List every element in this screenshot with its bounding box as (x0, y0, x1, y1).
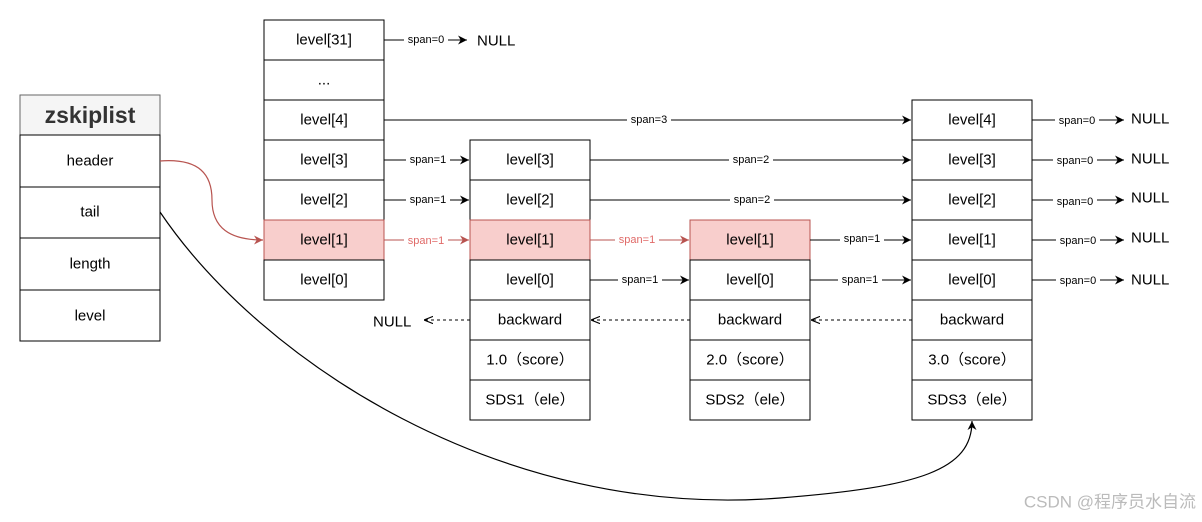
span-label-n1-1: span=1 (619, 234, 655, 246)
header-level-31-cell (263, 19, 385, 61)
node2-level-0-cell (689, 259, 811, 301)
node3-level-2-cell (911, 179, 1033, 221)
null-labels: NULL NULL NULL NULL NULL NULL NULL (373, 33, 1169, 331)
header-level-1-label: level[1] (300, 232, 348, 249)
zskiplist-struct: zskiplist header tail length level (19, 94, 161, 342)
node1-score-label: 1.0（score） (486, 352, 574, 369)
node2-score-cell (689, 339, 811, 381)
null-node1-backward: NULL (373, 314, 411, 331)
node2-ele-cell (689, 379, 811, 421)
span-labels: span=0 span=3 span=1 span=1 span=1 span=… (404, 33, 1100, 288)
node3-score-cell (911, 339, 1033, 381)
span-label-n3-1: span=0 (1060, 235, 1096, 247)
zskiplist-length-cell (19, 237, 161, 291)
header-level-4-cell (263, 99, 385, 141)
node-1: level[3] level[2] level[1] level[0] back… (469, 139, 591, 421)
zskiplist-header-cell (19, 134, 161, 188)
node1-level-2-cell (469, 179, 591, 221)
null-node3-l4: NULL (1131, 111, 1169, 128)
span-label-n3-2: span=0 (1057, 196, 1093, 208)
node2-ele-label: SDS2（ele） (705, 392, 794, 409)
arrow-tail-pointer (159, 211, 977, 501)
span-label-n1-0: span=1 (622, 274, 658, 286)
node2-level-1-label: level[1] (726, 232, 774, 249)
node3-backward-label: backward (940, 312, 1004, 329)
span-label-h3: span=1 (410, 154, 446, 166)
header-level-4-label: level[4] (300, 112, 348, 129)
header-level-0-cell (263, 259, 385, 301)
null-node3-l0: NULL (1131, 272, 1169, 289)
null-header-l31: NULL (477, 33, 515, 50)
node2-level-1-cell (689, 219, 811, 261)
zskiplist-level-cell (19, 289, 161, 342)
header-level-3-label: level[3] (300, 152, 348, 169)
node1-score-cell (469, 339, 591, 381)
node3-level-4-cell (911, 99, 1033, 141)
zskiplist-pointers (159, 160, 977, 501)
node1-ele-cell (469, 379, 591, 421)
zskiplist-title-box (19, 94, 161, 136)
watermark: CSDN @程序员水自流 (1024, 493, 1196, 512)
node1-level-3-label: level[3] (506, 152, 554, 169)
node1-ele-label: SDS1（ele） (485, 392, 574, 409)
node3-level-1-label: level[1] (948, 232, 996, 249)
node3-backward-cell (911, 299, 1033, 341)
header-ellipsis-label: ... (318, 72, 331, 89)
zskiplist-header-label: header (67, 153, 114, 170)
node3-score-label: 3.0（score） (928, 352, 1016, 369)
node3-ele-label: SDS3（ele） (927, 392, 1016, 409)
span-label-h31: span=0 (408, 34, 444, 46)
span-label-h2: span=1 (410, 194, 446, 206)
zskiplist-tail-cell (19, 186, 161, 239)
node-3: level[4] level[3] level[2] level[1] leve… (911, 99, 1033, 421)
null-node3-l3: NULL (1131, 151, 1169, 168)
node2-backward-cell (689, 299, 811, 341)
zskiplist-title: zskiplist (45, 102, 136, 128)
span-label-h1: span=1 (408, 235, 444, 247)
span-label-n1-3: span=2 (733, 154, 769, 166)
zskiplist-length-label: length (70, 256, 111, 273)
node3-ele-cell (911, 379, 1033, 421)
node3-level-4-label: level[4] (948, 112, 996, 129)
arrow-header-pointer (159, 160, 264, 245)
node3-level-0-cell (911, 259, 1033, 301)
node1-level-1-label: level[1] (506, 232, 554, 249)
header-level-0-label: level[0] (300, 272, 348, 289)
node-2: level[1] level[0] backward 2.0（score） SD… (689, 219, 811, 421)
node3-level-1-cell (911, 219, 1033, 261)
span-label-n1-2: span=2 (734, 194, 770, 206)
zskiplist-tail-label: tail (80, 204, 99, 221)
node3-level-2-label: level[2] (948, 192, 996, 209)
node1-backward-label: backward (498, 312, 562, 329)
node1-level-2-label: level[2] (506, 192, 554, 209)
node3-level-3-label: level[3] (948, 152, 996, 169)
node2-backward-label: backward (718, 312, 782, 329)
null-node3-l1: NULL (1131, 230, 1169, 247)
span-label-n3-3: span=0 (1057, 155, 1093, 167)
span-label-h4: span=3 (631, 114, 667, 126)
node2-score-label: 2.0（score） (706, 352, 794, 369)
span-label-n3-4: span=0 (1059, 115, 1095, 127)
header-level-2-cell (263, 179, 385, 221)
header-level-31-label: level[31] (296, 32, 352, 49)
span-label-n2-0: span=1 (842, 274, 878, 286)
null-node3-l2: NULL (1131, 190, 1169, 207)
node1-level-0-label: level[0] (506, 272, 554, 289)
zskiplist-level-label: level (75, 308, 106, 325)
node2-level-0-label: level[0] (726, 272, 774, 289)
header-level-2-label: level[2] (300, 192, 348, 209)
span-label-n3-0: span=0 (1060, 275, 1096, 287)
node1-level-0-cell (469, 259, 591, 301)
span-label-n2-1: span=1 (844, 233, 880, 245)
node3-level-0-label: level[0] (948, 272, 996, 289)
header-node: level[31] ... level[4] level[3] level[2]… (263, 19, 385, 301)
